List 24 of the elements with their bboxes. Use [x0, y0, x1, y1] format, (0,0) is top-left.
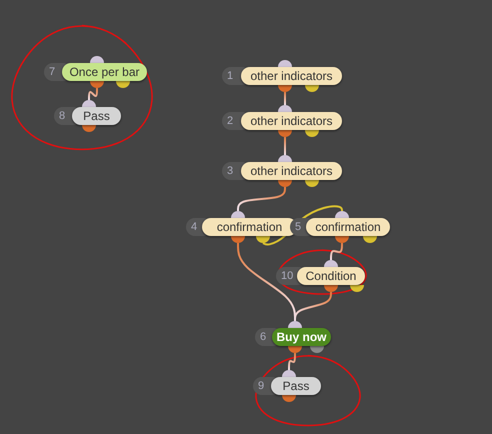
node-label: other indicators	[241, 162, 342, 180]
node-label: Once per bar	[62, 63, 147, 81]
indicator-node	[290, 211, 390, 243]
connector-line	[294, 292, 332, 321]
connector-line	[330, 243, 343, 260]
node-label: other indicators	[241, 112, 342, 130]
connector-line	[284, 92, 286, 105]
node-label: confirmation	[306, 218, 390, 236]
connector-line	[288, 353, 296, 370]
indicator-node	[276, 260, 365, 292]
indicator-node	[222, 155, 342, 187]
connector-line	[88, 88, 98, 100]
indicator-node	[44, 56, 147, 88]
indicator-node	[253, 370, 321, 402]
node-label: Buy now	[272, 328, 331, 346]
connector-line	[284, 137, 286, 155]
indicator-node	[222, 105, 342, 137]
node-label: Pass	[72, 107, 121, 125]
node-label: Condition	[297, 267, 365, 285]
indicator-node	[222, 60, 342, 92]
node-label: Pass	[271, 377, 321, 395]
indicator-node	[54, 100, 121, 132]
indicator-node	[255, 321, 331, 353]
node-label: other indicators	[241, 67, 342, 85]
